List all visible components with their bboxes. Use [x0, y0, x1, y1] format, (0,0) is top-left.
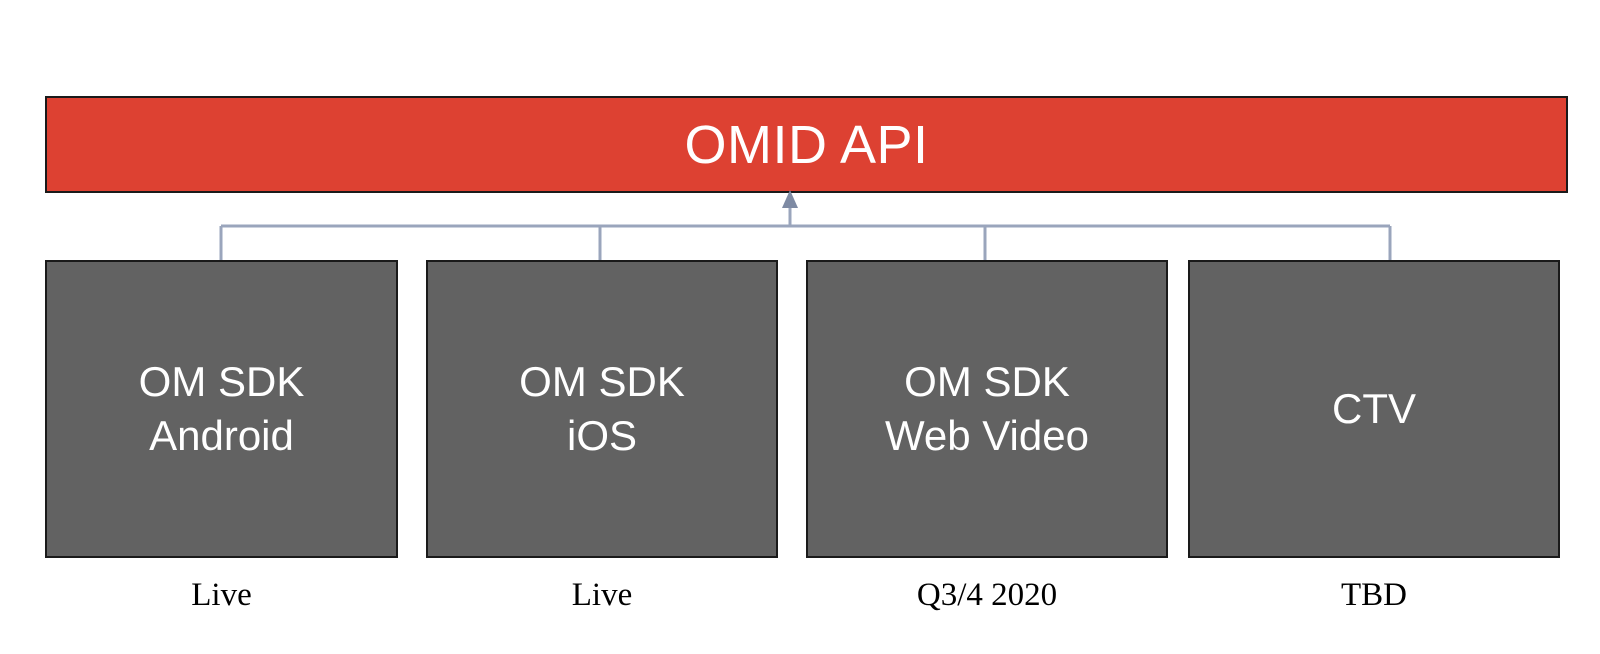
module-box-om-sdk-android[interactable]: OM SDK Android	[45, 260, 398, 558]
module-label-ctv: CTV	[1332, 385, 1416, 433]
omid-api-label: OMID API	[684, 114, 929, 175]
status-caption-ctv: TBD	[1341, 576, 1407, 613]
omid-api-box[interactable]: OMID API	[45, 96, 1568, 193]
module-box-om-sdk-web-video[interactable]: OM SDK Web Video	[806, 260, 1168, 558]
module-box-om-sdk-ios[interactable]: OM SDK iOS	[426, 260, 778, 558]
status-caption-om-sdk-web-video: Q3/4 2020	[916, 576, 1058, 613]
module-label-om-sdk-ios: OM SDK iOS	[519, 358, 685, 459]
module-box-ctv[interactable]: CTV	[1188, 260, 1560, 558]
module-label-om-sdk-android: OM SDK Android	[138, 358, 305, 459]
module-label-om-sdk-web-video: OM SDK Web Video	[885, 358, 1089, 459]
status-caption-om-sdk-android: Live	[191, 576, 252, 613]
status-caption-om-sdk-ios: Live	[571, 576, 633, 613]
